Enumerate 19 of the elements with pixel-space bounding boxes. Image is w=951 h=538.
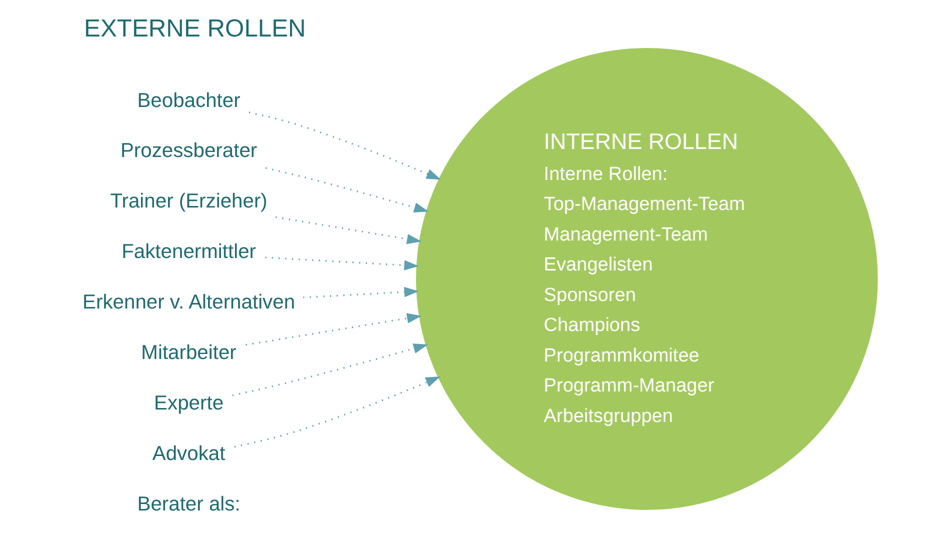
arrow	[264, 256, 418, 270]
arrow	[245, 313, 422, 346]
arrow	[275, 216, 422, 244]
node-text: Beobachter	[136, 90, 240, 112]
node-text: Advokat	[152, 442, 225, 465]
node-text: Faktenermittler	[121, 241, 256, 264]
node-text: Mitarbeiter	[140, 342, 236, 364]
arrow	[302, 286, 418, 298]
label: Berater als:	[136, 493, 240, 516]
node-text: Erkenner v. Alternativen	[82, 292, 295, 314]
arrow	[232, 344, 428, 396]
node-text: Trainer (Erzieher)	[110, 190, 267, 213]
diagram-title: EXTERNE ROLLEN	[84, 16, 306, 43]
arrow	[264, 167, 428, 212]
arrow	[234, 376, 440, 448]
node-text: Experte	[154, 392, 224, 414]
arrow	[248, 112, 441, 180]
node-text: Prozessberater	[120, 140, 257, 162]
node-circle: INTERNE ROLLEN Interne Rollen: Top-Management-Team Management-Team Evangelisten Sponsoren Champions Programmkomitee Programm-Manager Arbeitsgruppen	[416, 48, 878, 510]
